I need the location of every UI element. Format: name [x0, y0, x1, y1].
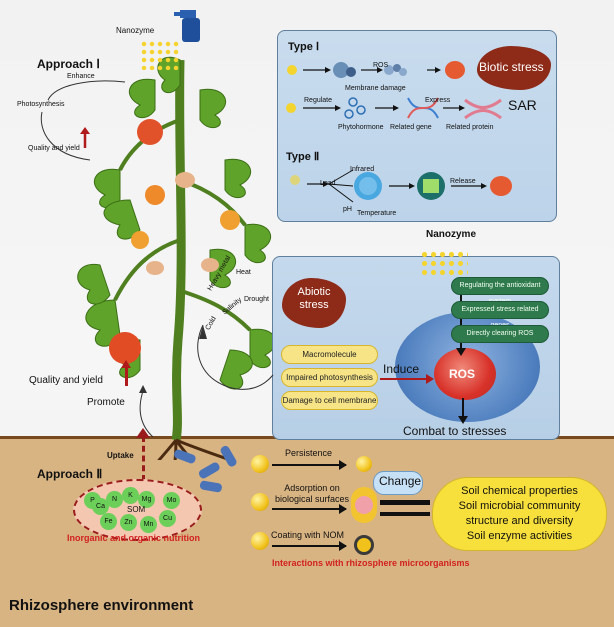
type1-ros: ROS: [373, 62, 389, 69]
change-arrow-2: [380, 512, 430, 516]
element-zn: Zn: [120, 514, 137, 531]
spray-bottle-icon: [174, 10, 200, 42]
type2-release: Release: [450, 178, 476, 185]
type2-graphic: [290, 169, 512, 203]
plant-illustration: [77, 57, 277, 460]
element-k: K: [122, 487, 139, 504]
nanozyme-bubble-3: [251, 532, 269, 550]
type1-title: Type Ⅰ: [288, 41, 320, 53]
type1-related-gene: Related gene: [390, 124, 432, 131]
outcome-3: Soil enzyme activities: [466, 530, 573, 542]
uptake-label: Uptake: [107, 451, 134, 460]
change-arrow-1: [380, 500, 430, 505]
mechanism-pill-1: Expressed stress related genes: [451, 301, 549, 329]
uptake-arrow-head: [136, 428, 150, 438]
combat-arrow: [462, 398, 464, 418]
type2-ph: pH: [343, 206, 352, 213]
element-fe: Fe: [100, 513, 117, 530]
element-mg: Mg: [138, 491, 155, 508]
type2-title: Type Ⅱ: [286, 151, 320, 163]
induce-label: Induce: [383, 362, 420, 376]
nanozyme-bubble-1: [251, 455, 269, 473]
left-quality-yield: Quality and yield: [29, 375, 103, 386]
soil-outcomes-box: Soil chemical properties Soil microbial …: [432, 477, 607, 551]
nutrition-label: Inorganic and organic nutrition: [67, 533, 201, 543]
outcome-1: Soil microbial community: [458, 500, 581, 512]
stress-to-plant-arrow: [197, 325, 274, 390]
approach2-title: Approach Ⅱ: [37, 467, 103, 481]
quality-up-arrow: [125, 366, 128, 386]
element-n: N: [106, 491, 123, 508]
nanozyme-arrow-head: [456, 348, 466, 356]
ros-core-label: ROS: [449, 367, 476, 381]
type2-temperature: Temperature: [357, 210, 397, 217]
biotic-stress-blob: [477, 46, 551, 90]
type1-row1-graphic: [287, 61, 465, 79]
type1-express: Express: [425, 97, 451, 104]
mechanism-pill-2: Directly clearing ROS: [451, 325, 549, 343]
adsorbed-microbe-icon: [351, 487, 377, 523]
type1-related-protein: Related protein: [446, 124, 494, 131]
effect-pill-0: Macromolecule degradation: [281, 345, 378, 376]
coating-label: Coating with NOM: [271, 530, 345, 540]
type1-regulate: Regulate: [304, 97, 333, 104]
abiotic-stress-blob: [282, 278, 346, 328]
type1-membrane-damage: Membrane damage: [345, 85, 406, 92]
interactions-label: Interactions with rhizosphere microorgan…: [272, 558, 470, 568]
rhizosphere-environment-title: Rhizosphere environment: [9, 597, 194, 614]
change-label: Change: [379, 474, 422, 488]
nanozyme-top-label: Nanozyme: [116, 26, 155, 35]
element-mn: Mn: [140, 516, 157, 533]
outcome-2: structure and diversity: [465, 515, 574, 527]
promote-curve-arrow: [139, 385, 154, 438]
uptake-arrow: [142, 436, 145, 481]
mechanism-pill-0: Regulating the antioxidant system: [451, 277, 549, 305]
stressor-heat: Heat: [236, 269, 251, 276]
abiotic-stress-label: Abiotic stress: [297, 286, 331, 311]
effect-pill-1: Impaired photosynthesis: [281, 368, 378, 387]
approach1-enhance: Enhance: [67, 73, 95, 80]
element-mo: Mo: [163, 492, 180, 509]
element-cu: Cu: [159, 510, 176, 527]
nanozyme-result-1: [356, 456, 372, 472]
adsorption-arrow: [272, 504, 347, 514]
biotic-stress-label: Biotic stress: [479, 60, 544, 74]
approach1-title: Approach Ⅰ: [37, 57, 100, 71]
element-ca: Ca: [92, 498, 109, 515]
quality-up-arrow-head: [121, 360, 131, 368]
approach1-cycle-arrows: [40, 80, 126, 161]
persistence-label: Persistence: [285, 448, 333, 458]
stressor-drought: Drought: [244, 296, 269, 303]
coating-arrow: [272, 541, 347, 551]
outcome-0: Soil chemical properties: [461, 485, 578, 497]
nanozyme-bubble-2: [251, 493, 269, 511]
som-label: SOM: [127, 505, 146, 514]
combat-arrow-head: [458, 416, 468, 424]
nanozyme-abiotic-label: Nanozyme: [426, 229, 477, 240]
approach1-quality-yield: Quality and yield: [28, 145, 80, 152]
type2-infrared: Infrared: [350, 166, 375, 173]
rhizosphere-microbes-icon: [174, 445, 237, 493]
adsorption-label: Adsorption on biological surfaces: [274, 483, 350, 504]
type2-load: Load: [320, 180, 336, 187]
coated-nanozyme-icon: [354, 535, 374, 555]
left-promote: Promote: [87, 397, 125, 408]
sar-label: SAR: [508, 97, 537, 113]
nanozyme-particles-icon: [140, 40, 180, 70]
persistence-arrow: [272, 460, 347, 470]
effect-pill-2: Damage to cell membrane: [281, 391, 378, 410]
approach1-photosynthesis: Photosynthesis: [17, 101, 65, 108]
type1-row2-graphic: [286, 97, 502, 120]
ros-core: [434, 348, 496, 400]
type1-phytohormone: Phytohormone: [338, 124, 384, 131]
induce-arrow: [380, 378, 428, 380]
combat-to-stresses: Combat to stresses: [403, 424, 507, 438]
nanozyme-abiotic-particles-icon: [420, 250, 468, 278]
induce-arrow-head: [426, 374, 434, 384]
change-badge: [373, 471, 423, 495]
